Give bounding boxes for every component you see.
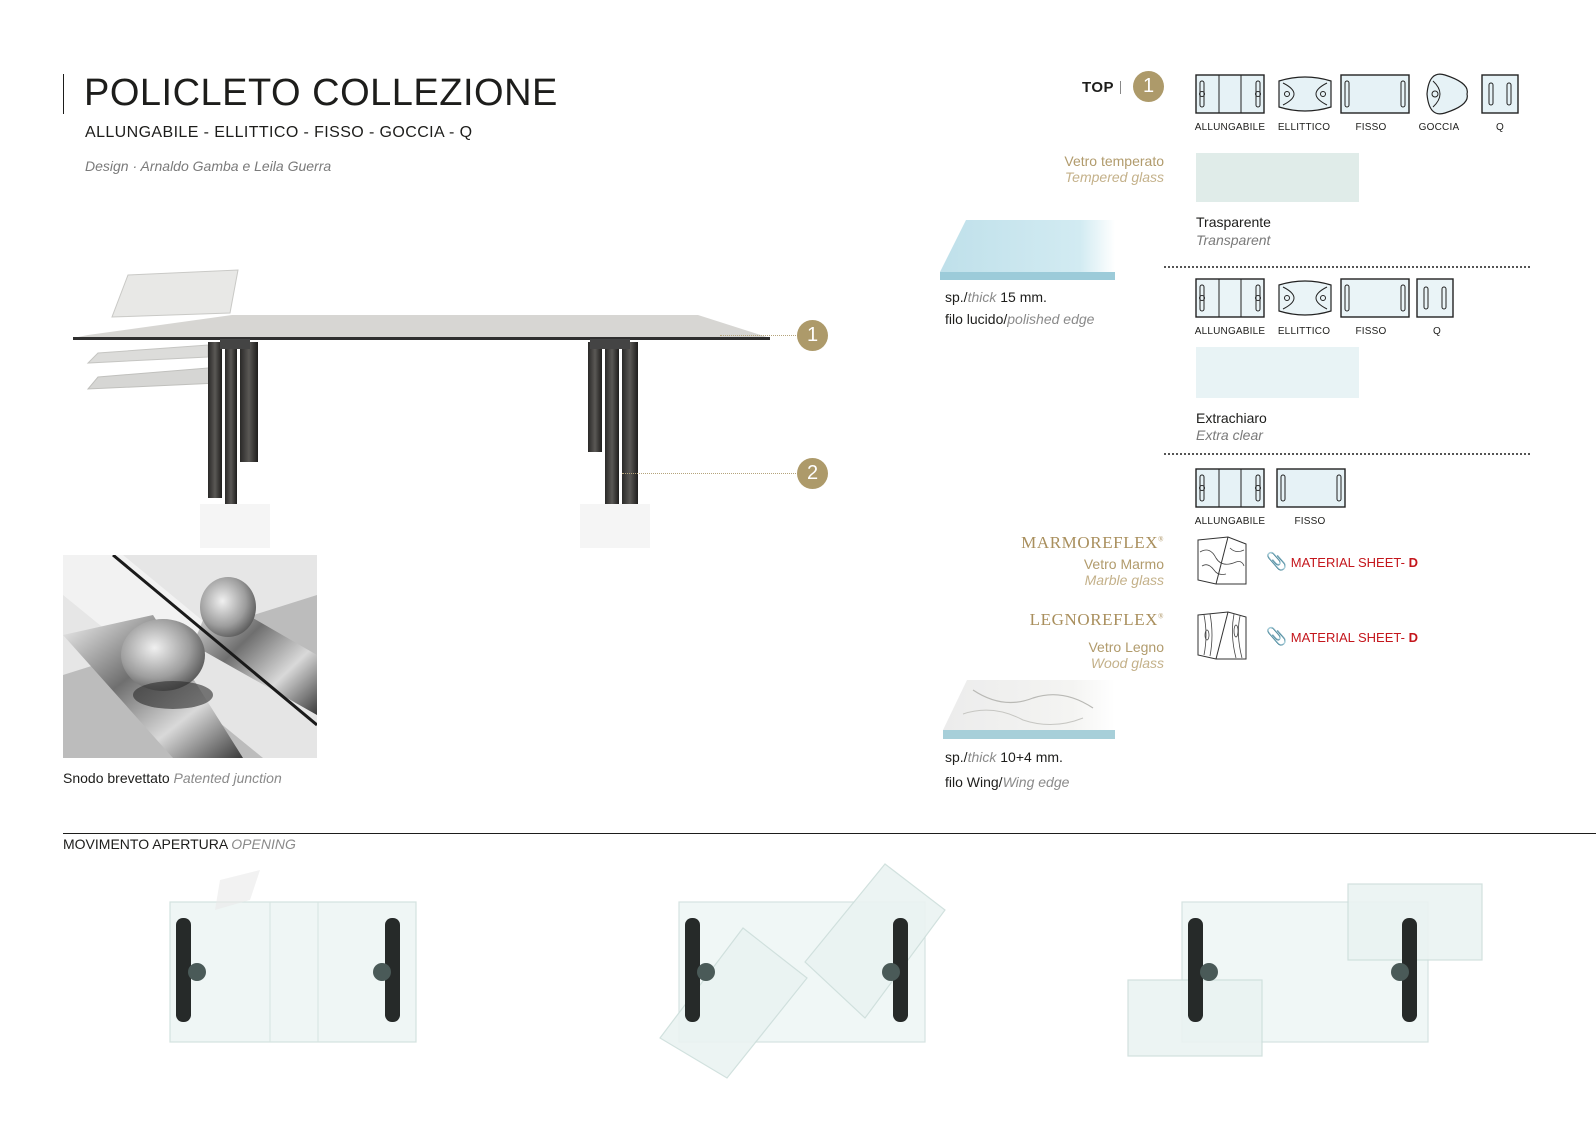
wood-pattern-icon [1196,611,1248,661]
page-title: POLICLETO COLLEZIONE [84,72,558,114]
opening-section-rule [63,833,1596,834]
title-rule [63,74,64,114]
marmoreflex-sheet-label: MATERIAL SHEET- [1290,555,1405,570]
junction-caption-it: Snodo brevettato [63,770,170,786]
legnoreflex-logo: LEGNOREFLEX® [1029,610,1164,629]
legnoreflex-sheet-code: D [1408,630,1418,645]
shape-label-fisso-2: FISSO [1355,326,1387,337]
shape-label-goccia: GOCCIA [1418,122,1460,133]
allungabile-shape-icon [1195,74,1265,114]
top-label: TOP [1082,79,1115,96]
glass-edge-sample-wing [943,680,1115,742]
shape-label-fisso-3: FISSO [1294,516,1326,527]
legnoreflex-en: Wood glass [1090,655,1164,671]
legnoreflex-block: LEGNOREFLEX® Vetro Legno Wood glass [1030,610,1164,671]
extraclear-swatch [1196,347,1359,398]
shape-label-ellittico: ELLITTICO [1277,122,1331,133]
transparent-label-en: Transparent [1196,232,1271,248]
junction-photo [63,555,317,758]
q-shape-icon [1481,74,1519,114]
paperclip-icon: 📎 [1266,552,1288,571]
marmoreflex-en: Marble glass [1084,572,1164,588]
thickness-wing-prefix-en: thick [967,749,997,765]
edge-polished-en: polished edge [1007,311,1095,327]
section-separator-2 [1164,453,1530,455]
marmoreflex-block: MARMOREFLEX® Vetro Marmo Marble glass [1021,533,1164,588]
transparent-swatch [1196,153,1359,202]
marker-2-badge: 2 [797,458,828,489]
thickness-wing-value: 10+4 mm. [996,749,1063,765]
transparent-label-it: Trasparente [1196,214,1271,230]
junction-caption: Snodo brevettato Patented junction [63,770,282,786]
ellittico-shape-icon [1278,76,1332,112]
design-credit: Design · Arnaldo Gamba e Leila Guerra [85,158,332,174]
opening-title-en: OPENING [231,836,296,852]
opening-title-it: MOVIMENTO APERTURA [63,836,228,852]
marker-1-leader [720,335,796,336]
top-marker-badge: 1 [1133,71,1164,102]
glass-edge-sample-15mm [940,220,1115,282]
ellittico-shape-icon [1278,280,1332,316]
thickness-wing-prefix: sp./ [945,749,968,765]
shape-label-q: Q [1496,122,1504,133]
allungabile-shape-icon [1195,278,1265,318]
edge-wing-line: filo Wing/Wing edge [945,774,1069,790]
shape-label-q-2: Q [1433,326,1441,337]
shape-label-ellittico-2: ELLITTICO [1277,326,1331,337]
opening-step-1-image [160,870,460,1070]
goccia-shape-icon [1426,73,1468,115]
marmoreflex-sheet-code: D [1408,555,1418,570]
marmoreflex-logo: MARMOREFLEX® [1021,533,1164,552]
opening-step-3-image [1120,870,1490,1070]
marmoreflex-sheet-link[interactable]: 📎 MATERIAL SHEET- D [1266,552,1418,572]
legnoreflex-brand: LEGNOREFLEX [1029,610,1159,629]
legnoreflex-sheet-label: MATERIAL SHEET- [1290,630,1405,645]
table-product-image [70,265,840,565]
thickness-15-prefix: sp./ [945,289,968,305]
fisso-shape-icon [1276,468,1346,508]
fisso-shape-icon [1340,278,1410,318]
allungabile-shape-icon [1195,468,1265,508]
legnoreflex-sheet-link[interactable]: 📎 MATERIAL SHEET- D [1266,627,1418,647]
fisso-shape-icon [1340,74,1410,114]
shape-label-allungabile: ALLUNGABILE [1194,122,1266,133]
edge-polished-it: filo lucido/ [945,311,1008,327]
extraclear-label-en: Extra clear [1196,427,1263,443]
junction-caption-en: Patented junction [173,770,282,786]
opening-section-title: MOVIMENTO APERTURA OPENING [63,836,296,852]
thickness-15-value: 15 mm. [996,289,1047,305]
edge-wing-en: Wing edge [1002,774,1070,790]
thickness-15-prefix-en: thick [967,289,997,305]
shape-label-allungabile-2: ALLUNGABILE [1194,326,1266,337]
q-shape-icon [1416,278,1454,318]
paperclip-icon: 📎 [1266,627,1288,646]
extraclear-label-it: Extrachiaro [1196,410,1267,426]
shapes-row-2 [1195,277,1455,321]
marmoreflex-brand: MARMOREFLEX [1021,533,1159,552]
section-separator-1 [1164,266,1530,268]
legnoreflex-it: Vetro Legno [1088,639,1164,655]
marmoreflex-it: Vetro Marmo [1083,556,1164,572]
marker-2-leader [622,473,796,474]
marble-pattern-icon [1196,536,1248,586]
shape-label-fisso: FISSO [1355,122,1387,133]
shape-label-allungabile-3: ALLUNGABILE [1194,516,1266,527]
edge-wing-it: filo Wing/ [945,774,1003,790]
glass-type-label: Vetro temperato Tempered glass [1064,153,1164,185]
marker-1-badge: 1 [797,320,828,351]
top-separator [1120,81,1121,94]
page-subtitle: ALLUNGABILE - ELLITTICO - FISSO - GOCCIA… [85,124,473,141]
shapes-row-3 [1195,467,1355,511]
thickness-15-line: sp./thick 15 mm. [945,289,1047,305]
edge-polished-line: filo lucido/polished edge [945,311,1094,327]
glass-type-it: Vetro temperato [1064,153,1164,169]
thickness-wing-line: sp./thick 10+4 mm. [945,749,1063,765]
glass-type-en: Tempered glass [1064,169,1164,185]
shapes-row-1 [1195,73,1525,117]
opening-step-2-image [655,860,955,1080]
